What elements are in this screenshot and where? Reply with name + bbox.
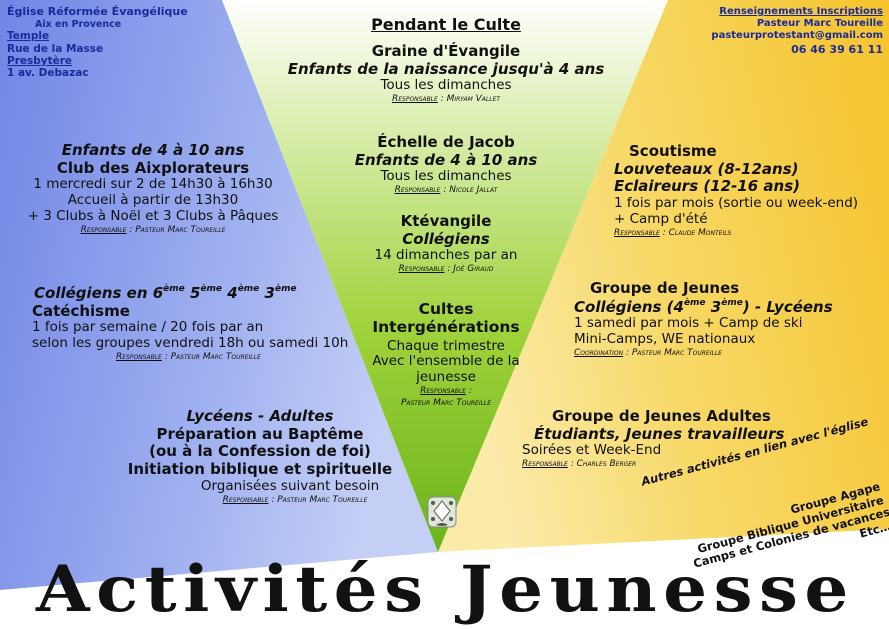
jeunes-coordination: Coordination : Pasteur Marc Toureille bbox=[574, 348, 722, 359]
cultes-responsable: Pasteur Marc Toureille bbox=[400, 398, 492, 409]
echelle-name: Échelle de Jacob bbox=[377, 133, 515, 151]
left-panel bbox=[0, 0, 438, 629]
contact-phone[interactable]: 06 46 39 61 11 bbox=[791, 43, 883, 57]
aix-name: Club des Aixplorateurs bbox=[56, 158, 250, 177]
kt-line-1: 1 fois par semaine / 20 fois par an bbox=[32, 319, 264, 336]
temple-label: Temple bbox=[7, 30, 50, 43]
echelle-age: Enfants de 4 à 10 ans bbox=[354, 150, 538, 169]
jeunes-line-2: Mini-Camps, WE nationaux bbox=[574, 331, 756, 348]
scout-line-2: Eclaireurs (12-16 ans) bbox=[614, 177, 800, 196]
echelle-when: Tous les dimanches bbox=[380, 168, 512, 185]
scout-responsable: Responsable : Claude Monteils bbox=[614, 227, 732, 238]
bapteme-age: Lycéens - Adultes bbox=[186, 407, 334, 425]
ktevangile-age: Collégiens bbox=[402, 229, 490, 248]
scout-line-3: 1 fois par mois (sortie ou week-end) bbox=[614, 195, 859, 212]
kt-age: Collégiens en 6ème 5ème 4ème 3ème bbox=[34, 284, 297, 302]
graine-name: Graine d'Évangile bbox=[371, 41, 521, 60]
contact-email[interactable]: pasteurprotestant@gmail.com bbox=[711, 29, 883, 41]
kt-name: Catéchisme bbox=[32, 301, 130, 320]
jeunes-line-1: 1 samedi par mois + Camp de ski bbox=[574, 315, 803, 332]
cultes-name-2: Intergénérations bbox=[372, 318, 520, 337]
scout-line-4: + Camp d'été bbox=[614, 210, 708, 227]
scout-name: Scoutisme bbox=[629, 142, 717, 160]
bapteme-line-2: (ou à la Confession de foi) bbox=[149, 442, 371, 461]
cultes-responsable-label: Responsable : bbox=[420, 386, 472, 397]
bapteme-line-3: Initiation biblique et spirituelle bbox=[127, 460, 393, 479]
cultes-when: Chaque trimestre bbox=[387, 337, 505, 354]
kt-line-2: selon les groupes vendredi 18h ou samedi… bbox=[32, 335, 349, 352]
contact-name: Pasteur Marc Toureille bbox=[756, 17, 883, 29]
aix-line-2: Accueil à partir de 13h30 bbox=[67, 192, 239, 209]
contact-label: Renseignements Inscriptions bbox=[719, 6, 883, 17]
adultes-responsable: Responsable : Charles Berger bbox=[522, 459, 637, 470]
cultes-name: Cultes bbox=[418, 300, 474, 318]
bapteme-line-4: Organisées suivant besoin bbox=[200, 477, 380, 494]
church-city: Aix en Provence bbox=[35, 18, 122, 30]
aix-responsable: Responsable : Pasteur Marc Toureille bbox=[80, 225, 226, 236]
right-panel bbox=[438, 0, 889, 629]
main-title: Activités Jeunesse bbox=[36, 552, 855, 627]
ktevangile-when: 14 dimanches par an bbox=[374, 247, 518, 264]
presbytere-address: 1 av. Debazac bbox=[7, 67, 89, 80]
echelle-responsable: Responsable : Nicole Jallat bbox=[394, 185, 498, 196]
center-panel bbox=[222, 0, 668, 552]
jeunes-name: Groupe de Jeunes bbox=[590, 279, 740, 297]
huguenot-cross-icon bbox=[427, 496, 457, 528]
ktevangile-responsable: Responsable : Joë Giraud bbox=[398, 264, 494, 275]
presbytere-label: Presbytère bbox=[7, 54, 73, 67]
adultes-age: Étudiants, Jeunes travailleurs bbox=[534, 424, 785, 443]
temple-address: Rue de la Masse bbox=[7, 42, 104, 55]
adultes-line-1: Soirées et Week-End bbox=[522, 442, 662, 459]
scout-line-1: Louveteaux (8-12ans) bbox=[614, 159, 799, 178]
bapteme-line-1: Préparation au Baptême bbox=[156, 424, 364, 443]
graine-responsable: Responsable : Miryam Vallet bbox=[391, 94, 501, 105]
cultes-when-3: jeunesse bbox=[416, 369, 476, 386]
jeunes-age: Collégiens (4ème 3ème) - Lycéens bbox=[574, 297, 833, 316]
graine-age: Enfants de la naissance jusqu'à 4 ans bbox=[287, 59, 605, 78]
ktevangile-name: Ktévangile bbox=[400, 212, 492, 230]
graine-when: Tous les dimanches bbox=[380, 77, 512, 94]
church-name: Église Réformée Évangélique bbox=[7, 5, 188, 18]
aix-line-1: 1 mercredi sur 2 de 14h30 à 16h30 bbox=[33, 176, 273, 193]
cultes-when-2: Avec l'ensemble de la bbox=[372, 353, 520, 370]
bapteme-responsable: Responsable : Pasteur Marc Toureille bbox=[222, 494, 368, 505]
center-heading: Pendant le Culte bbox=[371, 15, 521, 34]
aix-age: Enfants de 4 à 10 ans bbox=[61, 141, 245, 159]
aix-line-3: + 3 Clubs à Noël et 3 Clubs à Pâques bbox=[27, 208, 279, 225]
adultes-name: Groupe de Jeunes Adultes bbox=[552, 407, 771, 425]
kt-responsable: Responsable : Pasteur Marc Toureille bbox=[116, 352, 261, 363]
